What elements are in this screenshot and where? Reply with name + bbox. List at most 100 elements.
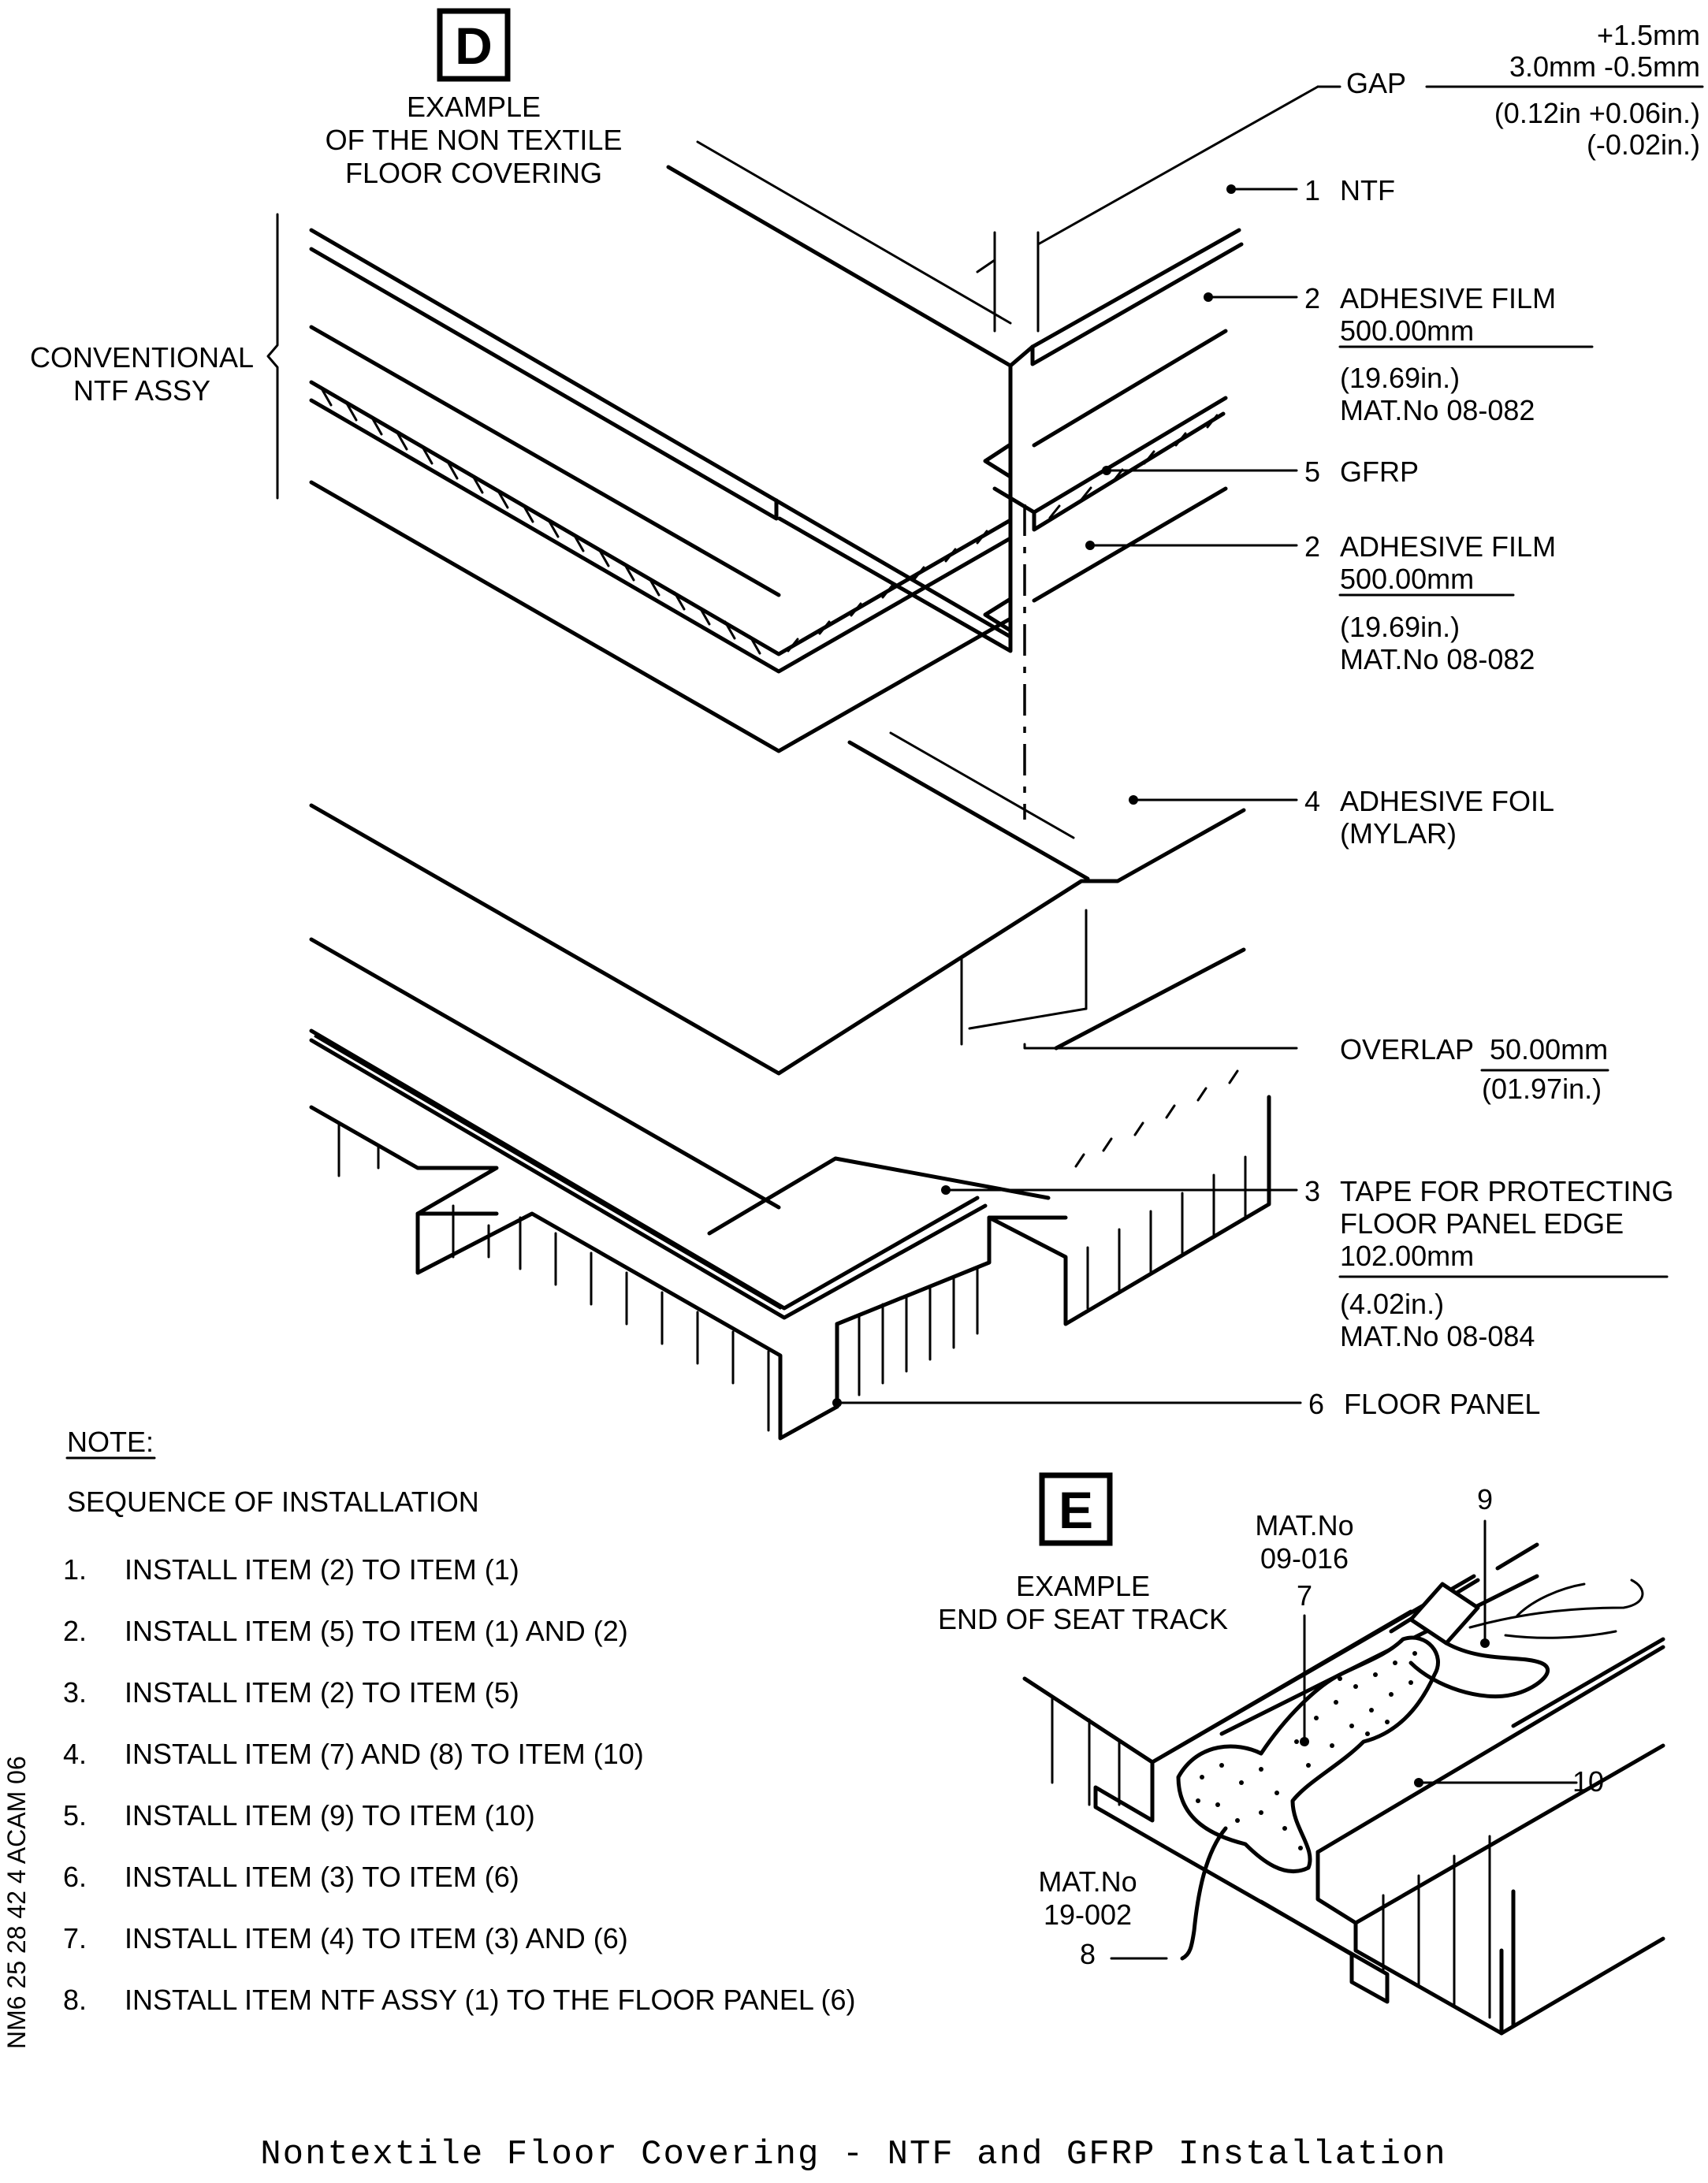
note-step-number: 5.: [63, 1799, 87, 1832]
callout-text: FLOOR PANEL EDGE: [1340, 1207, 1624, 1240]
adhesive-film-upper: [309, 325, 1228, 597]
callout-text: FLOOR PANEL: [1344, 1388, 1540, 1420]
callout-number: 5: [1304, 456, 1320, 488]
callout-text: GFRP: [1340, 456, 1419, 488]
gfrp-core: [309, 380, 1228, 674]
mat-top-line-2: 09-016: [1260, 1542, 1349, 1575]
view-d-letter: D: [455, 17, 493, 75]
callout-text: TAPE FOR PROTECTING: [1340, 1175, 1673, 1207]
overlap-value-in: (01.97in.): [1482, 1073, 1602, 1105]
view-e-title: EXAMPLE END OF SEAT TRACK: [938, 1570, 1228, 1635]
note-step-text: INSTALL ITEM (3) TO ITEM (6): [125, 1861, 519, 1893]
gfrp-hatching: [320, 387, 1219, 655]
bracket-label-line-2: NTF ASSY: [73, 374, 210, 407]
callout-text: 500.00mm: [1340, 563, 1474, 595]
callout-text: ADHESIVE FOIL: [1340, 785, 1554, 817]
callout-3-tape: 3 TAPE FOR PROTECTING FLOOR PANEL EDGE 1…: [1304, 1175, 1673, 1352]
gap-tol-in-minus: (-0.02in.): [1587, 128, 1700, 161]
honeycomb-cells: [337, 1069, 1247, 1432]
view-e-letter: E: [1059, 1481, 1093, 1539]
ntf-plate: [309, 140, 1244, 653]
view-d-title-line-2: OF THE NON TEXTILE: [326, 124, 623, 156]
callout-2-adhesive-film-lower: 2 ADHESIVE FILM 500.00mm (19.69in.) MAT.…: [1304, 530, 1556, 675]
view-d-title: EXAMPLE OF THE NON TEXTILE FLOOR COVERIN…: [326, 91, 623, 189]
callout-4-adhesive-foil: 4 ADHESIVE FOIL (MYLAR): [1304, 785, 1554, 850]
view-d-marker: D: [437, 8, 511, 82]
callout-text: ADHESIVE FILM: [1340, 282, 1556, 314]
overlap-value-mm: 50.00mm: [1490, 1033, 1608, 1065]
view-e-title-line-1: EXAMPLE: [1016, 1570, 1150, 1602]
callout-text: NTF: [1340, 174, 1395, 206]
callout-1-ntf: 1 NTF: [1304, 174, 1395, 206]
callout-text: MAT.No 08-084: [1340, 1320, 1535, 1352]
gap-value-in: (0.12in +0.06in.): [1494, 97, 1700, 129]
view-d-title-line-3: FLOOR COVERING: [345, 157, 602, 189]
ntf-assy-bracket: CONVENTIONAL NTF ASSY: [30, 213, 279, 500]
figure-caption: Nontextile Floor Covering - NTF and GFRP…: [260, 2135, 1446, 2174]
note-step-text: INSTALL ITEM (4) TO ITEM (3) AND (6): [125, 1922, 628, 1954]
note-step-text: INSTALL ITEM (7) AND (8) TO ITEM (10): [125, 1738, 644, 1770]
leader-lines-d: [832, 85, 1704, 1408]
callout-text: (19.69in.): [1340, 362, 1460, 394]
note-step-number: 6.: [63, 1861, 87, 1893]
gap-value-mm: 3.0mm -0.5mm: [1509, 50, 1700, 83]
item-7-number: 7: [1297, 1579, 1312, 1612]
callout-text: MAT.No 08-082: [1340, 394, 1535, 426]
note-step-text: INSTALL ITEM NTF ASSY (1) TO THE FLOOR P…: [125, 1984, 856, 2016]
callout-number: 2: [1304, 282, 1320, 314]
callout-number: 3: [1304, 1175, 1320, 1207]
note-step-number: 3.: [63, 1676, 87, 1709]
note-step-number: 8.: [63, 1984, 87, 2016]
callout-text: (4.02in.): [1340, 1288, 1444, 1320]
note-step-text: INSTALL ITEM (2) TO ITEM (5): [125, 1676, 519, 1709]
callout-number: 4: [1304, 785, 1320, 817]
adhesive-foil: [309, 731, 1246, 1076]
note-subheading: SEQUENCE OF INSTALLATION: [67, 1486, 479, 1518]
protective-tape: [309, 937, 1246, 1320]
view-d-title-line-1: EXAMPLE: [407, 91, 541, 123]
view-e-title-line-2: END OF SEAT TRACK: [938, 1603, 1228, 1635]
item-9-number: 9: [1477, 1483, 1493, 1515]
item-8-number: 8: [1080, 1938, 1096, 1970]
gap-annotation: GAP +1.5mm 3.0mm -0.5mm (0.12in +0.06in.…: [1346, 19, 1700, 161]
note-step-number: 1.: [63, 1553, 87, 1586]
callout-6-floor-panel: 6 FLOOR PANEL: [1308, 1388, 1540, 1420]
document-code: NM6 25 28 42 4 ACAM 06: [2, 1756, 31, 2049]
callout-text: (19.69in.): [1340, 611, 1460, 643]
callout-text: ADHESIVE FILM: [1340, 530, 1556, 563]
callout-number: 2: [1304, 530, 1320, 563]
installation-note: NOTE: SEQUENCE OF INSTALLATION 1. INSTAL…: [63, 1426, 856, 2016]
seat-track-drawing: [1022, 1519, 1665, 2036]
gap-label: GAP: [1346, 67, 1406, 99]
callout-text: 500.00mm: [1340, 314, 1474, 347]
callout-text: MAT.No 08-082: [1340, 643, 1535, 675]
bracket-label-line-1: CONVENTIONAL: [30, 341, 254, 374]
gap-tol-plus: +1.5mm: [1597, 19, 1700, 51]
view-e-labels: MAT.No 09-016 7 9 10 MAT.No 19-002 8: [1038, 1483, 1604, 1970]
gap-dimension: [976, 85, 1319, 820]
callout-text: 102.00mm: [1340, 1240, 1474, 1272]
note-step-number: 2.: [63, 1615, 87, 1647]
callout-5-gfrp: 5 GFRP: [1304, 456, 1419, 488]
callout-number: 1: [1304, 174, 1320, 206]
mat-bottom-line-2: 19-002: [1044, 1899, 1132, 1931]
note-step-number: 7.: [63, 1922, 87, 1954]
note-step-text: INSTALL ITEM (5) TO ITEM (1) AND (2): [125, 1615, 628, 1647]
callout-text: (MYLAR): [1340, 817, 1457, 850]
adhesive-film-lower: [309, 480, 1228, 753]
mat-top-line-1: MAT.No: [1255, 1509, 1353, 1541]
callout-overlap: OVERLAP 50.00mm (01.97in.): [1340, 1033, 1608, 1105]
note-step-text: INSTALL ITEM (2) TO ITEM (1): [125, 1553, 519, 1586]
callout-2-adhesive-film-upper: 2 ADHESIVE FILM 500.00mm (19.69in.) MAT.…: [1304, 282, 1556, 426]
floor-panel: [309, 1069, 1271, 1441]
note-heading: NOTE:: [67, 1426, 154, 1458]
overlap-dimension: [960, 909, 1298, 1050]
sealant-dots: [1196, 1651, 1417, 1850]
mat-bottom-line-1: MAT.No: [1038, 1865, 1137, 1898]
callout-number: 6: [1308, 1388, 1324, 1420]
overlap-label: OVERLAP: [1340, 1033, 1474, 1065]
note-step-number: 4.: [63, 1738, 87, 1770]
view-e-marker: E: [1039, 1472, 1113, 1546]
note-step-text: INSTALL ITEM (9) TO ITEM (10): [125, 1799, 535, 1832]
